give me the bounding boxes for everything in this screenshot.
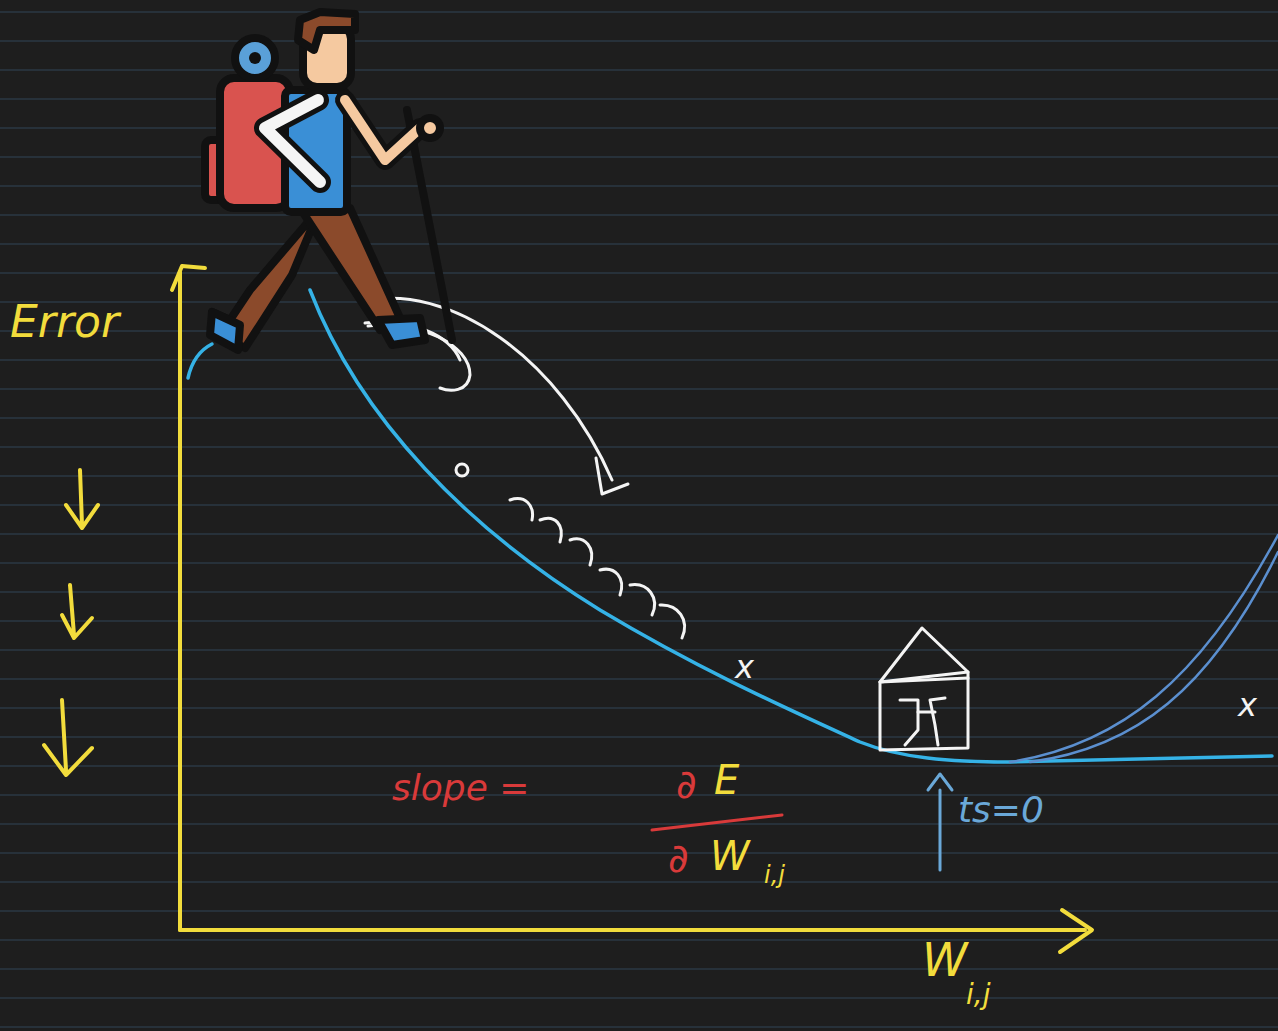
formula-symbol: E (714, 758, 739, 802)
subscript: i,j (764, 862, 785, 888)
formula-symbol: W (710, 834, 750, 878)
mark: x (1238, 688, 1257, 723)
subscript: i,j (966, 980, 990, 1011)
formula-symbol: ∂ (668, 836, 689, 880)
formula-symbol: ∂ (676, 762, 697, 806)
axis-label: W (922, 935, 967, 986)
mark: x (735, 650, 754, 685)
annotation: ts=0 (958, 790, 1044, 830)
axis-label: Error (10, 298, 119, 346)
formula-text: slope = (392, 768, 529, 808)
